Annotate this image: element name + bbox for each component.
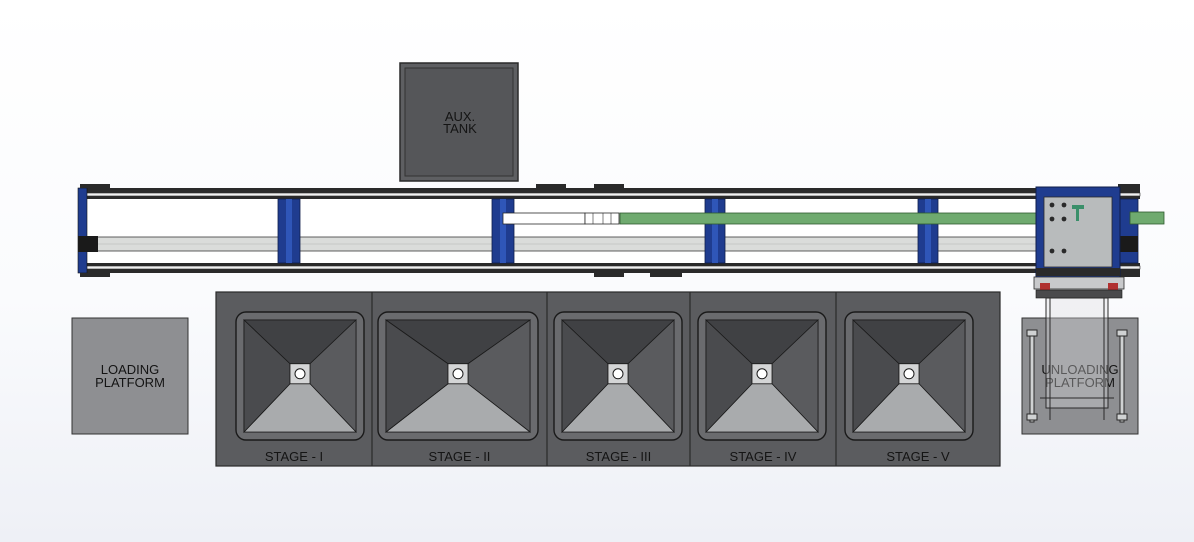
stage-label: STAGE - I: [265, 449, 323, 464]
unloading-platform: UNLOADING PLATFORM: [1021, 297, 1139, 435]
drain-hole-icon: [452, 368, 464, 380]
stage-tank: STAGE - V: [844, 311, 974, 464]
unloading-platform-label-line1: UNLOADING: [1041, 362, 1118, 377]
aux-tank-label-line2: TANK: [443, 121, 477, 136]
stage-tank: STAGE - IV: [697, 311, 827, 464]
drain-hole-icon: [903, 368, 915, 380]
loading-platform: LOADING PLATFORM: [71, 317, 189, 435]
lifting-frame: [1026, 297, 1128, 423]
drain-hole-icon: [756, 368, 768, 380]
stage-tank: STAGE - III: [553, 311, 683, 464]
stage-label: STAGE - III: [586, 449, 652, 464]
aux-tank-label-line1: AUX.: [445, 109, 475, 124]
drain-hole-icon: [294, 368, 306, 380]
unloading-platform-label-line2: PLATFORM: [1045, 375, 1115, 390]
overhead-rail-frame: [77, 184, 1141, 277]
aux-tank: AUX. TANK: [399, 62, 519, 182]
loading-platform-label-line2: PLATFORM: [95, 375, 165, 390]
stage-tank: STAGE - I: [235, 311, 365, 464]
stage-label: STAGE - V: [886, 449, 950, 464]
stage-tank: STAGE - II: [377, 311, 539, 464]
loading-platform-label-line1: LOADING: [101, 362, 160, 377]
crane-trolley: [1033, 186, 1125, 299]
drain-hole-icon: [612, 368, 624, 380]
stage-label: STAGE - II: [429, 449, 491, 464]
stage-label: STAGE - IV: [730, 449, 797, 464]
stage-tanks: STAGE - I STAGE - II STAGE - III STAGE - IV…: [215, 291, 1001, 467]
